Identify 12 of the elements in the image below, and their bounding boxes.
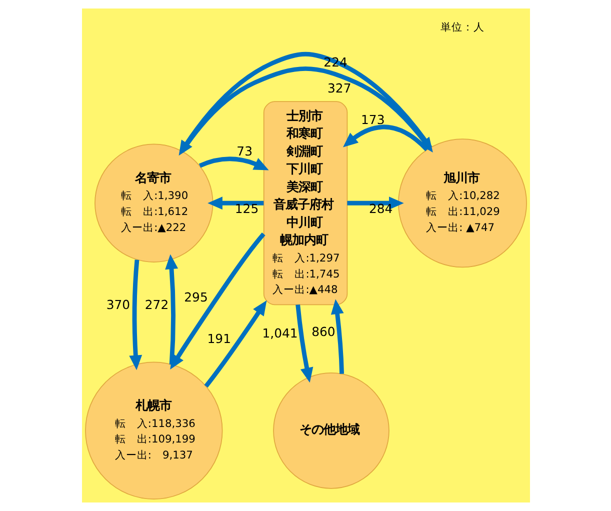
- edge-label: 191: [206, 330, 230, 346]
- edge-label: 370: [106, 296, 130, 312]
- edge-label: 125: [234, 201, 258, 216]
- edge-label: 284: [368, 201, 392, 216]
- edge-label: 295: [184, 289, 208, 304]
- edge-label: 272: [144, 296, 168, 312]
- edge-label: 173: [360, 112, 384, 127]
- edge-label: 73: [236, 144, 252, 159]
- edge-label: 860: [311, 324, 335, 340]
- label: 単位：人: [440, 20, 484, 34]
- edge-label: 327: [327, 80, 351, 96]
- edge-label: 1,041: [262, 326, 298, 341]
